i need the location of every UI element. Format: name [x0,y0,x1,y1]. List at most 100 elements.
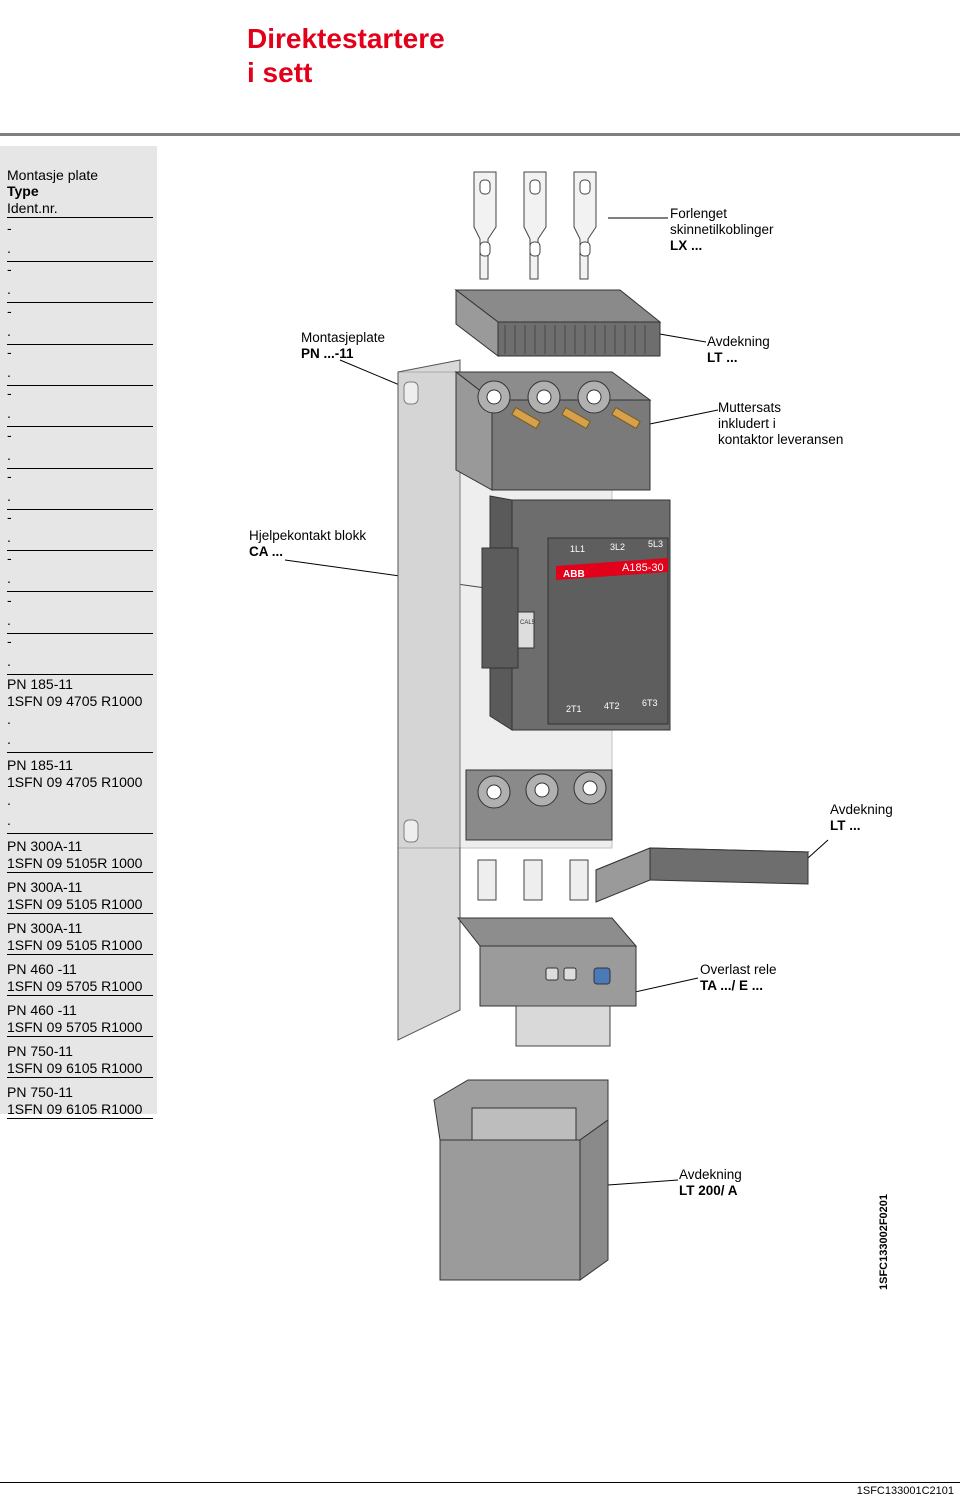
callout-muttersats-line1: Muttersats [718,400,782,415]
terminal-bottom-1: 2T1 [566,704,582,714]
sidebar-placeholder-dot: . [7,406,153,428]
top-cover [454,288,662,358]
sidebar-entry-ident: 1SFN 09 5705 R1000 [7,1019,143,1035]
sidebar-entry-ident: 1SFN 09 5105R 1000 [7,855,143,871]
callout-avdekning-bottom-line1: Avdekning [679,1167,742,1182]
title-divider [0,133,960,136]
sidebar-entry-ident: 1SFN 09 6105 R1000 [7,1060,143,1076]
sidebar-placeholder-dash: - [7,220,12,236]
contactor: 1L1 3L2 5L3 ABB A185-30 2T1 4T2 6T3 CAL5 [481,495,671,731]
sidebar-header-ident: Ident.nr. [7,200,153,218]
sidebar-placeholder-dot: . [7,571,153,593]
sidebar-placeholder-dot: . [7,489,153,510]
sidebar-entry-ident: 1SFN 09 6105 R1000 [7,1101,143,1117]
callout-hjelpekontakt-line2: CA ... [249,544,284,559]
sidebar-entry-type: PN 460 -11 [7,961,77,977]
abb-logo: ABB [563,569,585,580]
sidebar-entry-dot: . [7,711,11,727]
callout-lx-line3: LX ... [670,238,703,253]
sidebar-entry-type: PN 460 -11 [7,1002,77,1018]
sidebar-entry-type: PN 750-11 [7,1043,73,1059]
figure-id-vertical: 1SFC133002F0201 [878,1193,890,1290]
sidebar-placeholder-dash: - [7,467,12,484]
footer-divider [0,1482,960,1483]
callout-montasjeplate: Montasjeplate PN ...-11 [301,330,385,362]
sidebar-entry-ident: 1SFN 09 5105 R1000 [7,937,143,953]
overload-relay [456,859,638,1047]
callout-hjelpekontakt-line1: Hjelpekontakt blokk [249,528,367,543]
sidebar-entry-type: PN 300A-11 [7,879,83,895]
sidebar-placeholder-dot: . [7,448,153,469]
callout-avdekning-mid-line1: Avdekning [830,802,893,817]
terminal-top-3: 5L3 [648,539,663,549]
page-title: Direktestartere i sett [247,22,445,90]
sidebar-entry-dot: . [7,813,153,834]
title-line-1: Direktestartere [247,23,445,54]
callout-avdekning-top-line1: Avdekning [707,334,770,349]
leader-lines [284,217,829,1186]
sidebar-placeholder-dash: - [7,633,12,649]
callout-overlast: Overlast rele TA .../ E ... [700,962,777,994]
sidebar-placeholder-dot: . [7,613,153,634]
sidebar-placeholder-dash: - [7,261,12,278]
sidebar-placeholder-dot: . [7,324,153,345]
sidebar-entry-ident: 1SFN 09 4705 R1000 [7,693,143,709]
sidebar-placeholder-dash: - [7,385,12,402]
callout-lx-line1: Forlenget [670,206,728,221]
aux-block-label: CAL5 [520,620,536,626]
callout-overlast-line1: Overlast rele [700,962,777,977]
terminal-top-1: 1L1 [570,544,585,554]
callout-avdekning-bottom: Avdekning LT 200/ A [679,1167,742,1199]
sidebar-placeholder-dash: - [7,591,12,608]
sidebar-header-montasje: Montasje plate [7,167,99,183]
sidebar-entry-type: PN 300A-11 [7,838,83,854]
title-line-2: i sett [247,57,313,88]
callout-montasjeplate-line2: PN ...-11 [301,346,354,361]
sidebar-entry-type: PN 185-11 [7,676,73,692]
callout-lx-line2: skinnetilkoblinger [670,222,774,237]
callout-avdekning-mid: Avdekning LT ... [830,802,893,834]
sidebar-placeholder-dot: . [7,530,153,552]
callout-muttersats: Muttersats inkludert i kontaktor leveran… [718,400,843,448]
exploded-starter-illustration: 1L1 3L2 5L3 ABB A185-30 2T1 4T2 6T3 CAL5 [284,171,829,1281]
sidebar-placeholder-dot: . [7,282,153,304]
lower-terminal-block [465,769,613,841]
sidebar-placeholder-dot: . [7,365,153,386]
callout-avdekning-bottom-line2: LT 200/ A [679,1183,738,1198]
sidebar-entry-ident: 1SFN 09 4705 R1000 [7,774,143,790]
terminal-top-2: 3L2 [610,542,625,552]
sidebar-entry-ident: 1SFN 09 5105 R1000 [7,896,143,912]
sidebar-placeholder-dot: . [7,654,153,675]
callout-overlast-line2: TA .../ E ... [700,978,764,993]
sidebar-entry-dot: . [7,792,11,808]
middle-cover [595,847,810,903]
sidebar-placeholder-dash: - [7,509,12,526]
callout-muttersats-line3: kontaktor leveransen [718,432,844,447]
sidebar-table [0,146,157,1114]
sidebar-header-type: Type [7,183,39,199]
sidebar-placeholder-dash: - [7,302,12,319]
terminal-bottom-2: 4T2 [604,701,620,711]
sidebar-entry-type: PN 185-11 [7,757,73,773]
callout-avdekning-top-line2: LT ... [707,350,738,365]
sidebar-entry-dot: . [7,732,153,753]
sidebar-placeholder-dash: - [7,550,12,567]
callout-avdekning-mid-line2: LT ... [830,818,861,833]
callout-lx: Forlenget skinnetilkoblinger LX ... [670,206,774,254]
terminal-bottom-3: 6T3 [642,698,658,708]
callout-hjelpekontakt: Hjelpekontakt blokk CA ... [249,528,366,560]
sidebar-placeholder-dot: . [7,241,153,262]
sidebar-entry-type: PN 300A-11 [7,920,83,936]
contactor-model: A185-30 [622,562,664,574]
footer-doc-id: 1SFC133001C2101 [856,1485,954,1497]
callout-muttersats-line2: inkludert i [718,416,776,431]
sidebar-entry-ident: 1SFN 09 5705 R1000 [7,978,143,994]
bottom-cover [433,1079,609,1281]
